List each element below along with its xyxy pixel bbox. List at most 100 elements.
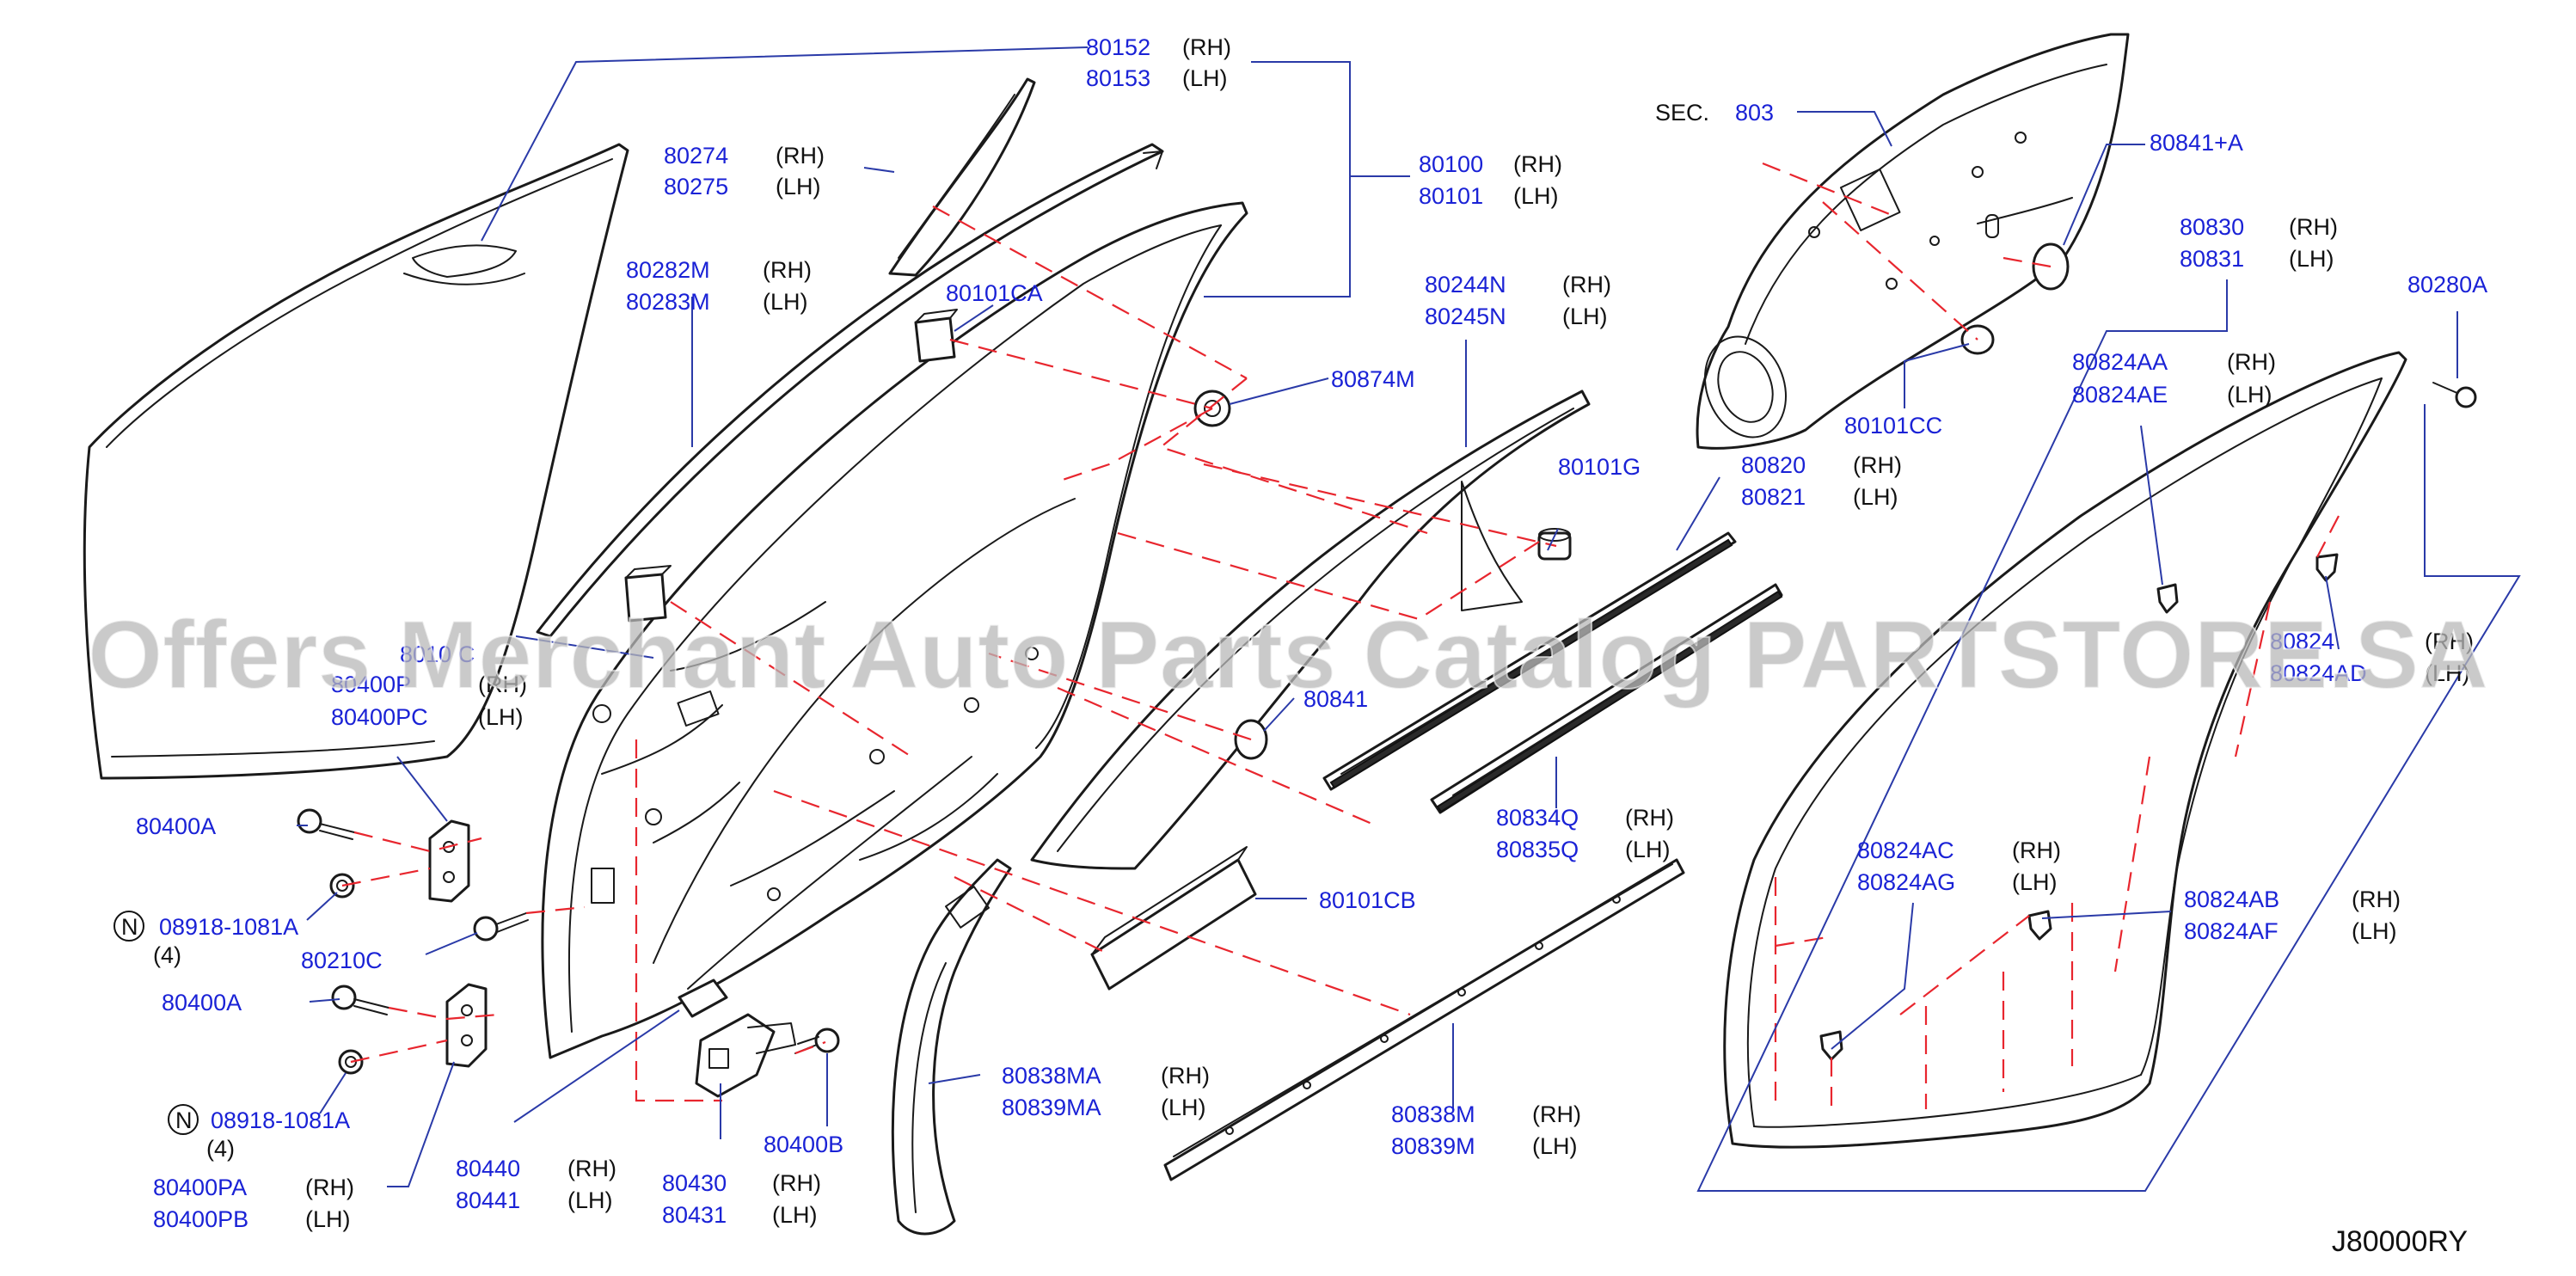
section-number[interactable]: 803: [1735, 100, 1774, 126]
screw-80280a: [2432, 382, 2477, 408]
part-number[interactable]: 80210C: [301, 948, 383, 973]
sealer-block-8010c: [624, 565, 672, 623]
side-rh: (RH): [1562, 272, 1611, 298]
part-number-rh[interactable]: 80400PA: [153, 1175, 247, 1200]
part-number-lh[interactable]: 80831: [2180, 246, 2244, 272]
watermark-text: Offers Merchant Auto Parts Catalog PARTS…: [88, 601, 2488, 709]
part-number[interactable]: 80841+A: [2150, 130, 2243, 156]
foam-block-80101cb: [1090, 846, 1257, 991]
part-number-lh[interactable]: 80821: [1741, 484, 1806, 510]
callout-80400a-upper: 80400A: [136, 813, 216, 839]
callout-80101ca: 80101CA: [946, 280, 1043, 306]
part-number-lh[interactable]: 80839M: [1391, 1133, 1475, 1159]
part-number-lh[interactable]: 80441: [456, 1187, 520, 1213]
part-number-rh[interactable]: 80830: [2180, 214, 2244, 240]
side-lh: (LH): [1625, 837, 1671, 862]
part-number-lh[interactable]: 80275: [664, 174, 728, 199]
part-number-rh[interactable]: 80838M: [1391, 1101, 1475, 1127]
quantity: (4): [206, 1136, 235, 1162]
bolt-80400a-lower: [331, 985, 389, 1015]
callout-80824ac: 80824AC (RH) 80824AG (LH): [1857, 837, 2061, 895]
part-number-lh[interactable]: 80824AE: [2072, 382, 2168, 408]
part-number-rh[interactable]: 80274: [664, 143, 728, 169]
door-check-link: [695, 1013, 796, 1098]
part-number[interactable]: 80101G: [1558, 454, 1641, 480]
part-number[interactable]: 80400A: [162, 990, 242, 1015]
part-number-lh[interactable]: 80824AG: [1857, 869, 1955, 895]
part-number-rh[interactable]: 80400P: [331, 672, 411, 697]
callout-80824ad: 80824 (RH) 80824AD (LH): [2270, 629, 2474, 686]
callout-08918-upper: N 08918-1081A (4): [113, 911, 298, 968]
part-number[interactable]: 80101CB: [1319, 887, 1416, 913]
side-rh: (RH): [2227, 349, 2276, 375]
side-lh: (LH): [1853, 484, 1898, 510]
assembly-dashed-lines: [341, 162, 2340, 1109]
part-number-lh[interactable]: 80824AD: [2270, 660, 2367, 686]
callout-80874m: 80874M: [1331, 366, 1415, 392]
side-lh: (LH): [1513, 183, 1559, 209]
part-number-lh[interactable]: 80153: [1086, 65, 1150, 91]
part-number-lh[interactable]: 80400PB: [153, 1206, 248, 1232]
callout-80101g: 80101G: [1558, 454, 1641, 480]
part-number-rh[interactable]: 80430: [662, 1170, 727, 1196]
belt-moulding-outer: [1322, 531, 1737, 791]
side-rh: (RH): [478, 672, 527, 697]
part-number[interactable]: 80400A: [136, 813, 216, 839]
side-rh: (RH): [2352, 886, 2401, 912]
side-lh: (LH): [1182, 65, 1228, 91]
part-number[interactable]: 80874M: [1331, 366, 1415, 392]
side-rh: (RH): [1532, 1101, 1581, 1127]
part-number[interactable]: 80841: [1303, 686, 1368, 712]
side-rh: (RH): [1625, 805, 1674, 831]
callout-80101cc: 80101CC: [1844, 413, 1942, 439]
callout-80282m: 80282M (RH) 80283M (LH): [626, 257, 812, 315]
callout-80400p: 80400P (RH) 80400PC (LH): [331, 672, 527, 730]
part-number-rh[interactable]: 80282M: [626, 257, 710, 283]
part-number[interactable]: 80101CC: [1844, 413, 1942, 439]
callout-80400pa: 80400PA (RH) 80400PB (LH): [153, 1175, 354, 1232]
callout-80824ab: 80824AB (RH) 80824AF (LH): [2184, 886, 2401, 944]
part-number-rh[interactable]: 80824AA: [2072, 349, 2168, 375]
side-rh: (RH): [2289, 214, 2338, 240]
part-number-rh[interactable]: 80820: [1741, 452, 1806, 478]
clip-80824ab: [2027, 910, 2052, 941]
part-number-lh[interactable]: 80101: [1419, 183, 1483, 209]
part-number-lh[interactable]: 80400PC: [331, 704, 428, 730]
glass-run-strip: [536, 143, 1164, 638]
callout-80244n: 80244N (RH) 80245N (LH): [1425, 272, 1611, 329]
part-number-lh[interactable]: 80283M: [626, 289, 710, 315]
part-number[interactable]: 08918-1081A: [211, 1107, 350, 1133]
side-rh: (RH): [763, 257, 812, 283]
part-number-lh[interactable]: 80824AF: [2184, 918, 2279, 944]
door-inner-panel: [1696, 33, 2130, 450]
grommet-80101g: [1537, 528, 1572, 561]
part-number-rh[interactable]: 80100: [1419, 151, 1483, 177]
sash-moulding: [888, 77, 1036, 277]
part-number-rh[interactable]: 80834Q: [1496, 805, 1579, 831]
callout-80100: 80100 (RH) 80101 (LH): [1419, 151, 1562, 209]
part-number-rh[interactable]: 80152: [1086, 34, 1150, 60]
part-number-rh[interactable]: 80824AB: [2184, 886, 2279, 912]
part-number-rh[interactable]: 80244N: [1425, 272, 1506, 298]
callout-80838m: 80838M (RH) 80839M (LH): [1391, 1101, 1581, 1159]
new-part-badge: [168, 1104, 199, 1135]
part-number-lh[interactable]: 80431: [662, 1202, 727, 1228]
part-number-rh[interactable]: 80838MA: [1002, 1063, 1101, 1089]
callout-80274: 80274 (RH) 80275 (LH): [664, 143, 825, 199]
part-number-rh[interactable]: 80824AC: [1857, 837, 1954, 863]
part-number[interactable]: 80101CA: [946, 280, 1043, 306]
part-number[interactable]: 08918-1081A: [159, 914, 298, 940]
callout-8010c: 8010 C: [400, 641, 475, 667]
side-rh: (RH): [1513, 151, 1562, 177]
part-number-lh[interactable]: 80839MA: [1002, 1095, 1101, 1120]
part-number[interactable]: 80280A: [2407, 272, 2487, 298]
part-number-lh[interactable]: 80835Q: [1496, 837, 1579, 862]
part-number-rh[interactable]: 80824: [2270, 629, 2334, 654]
badge-letter: N: [175, 1107, 193, 1133]
clip-80824aa: [2156, 583, 2179, 614]
part-number-lh[interactable]: 80245N: [1425, 304, 1506, 329]
part-number[interactable]: 80400B: [764, 1132, 843, 1157]
part-number[interactable]: 8010 C: [400, 641, 475, 667]
part-number-rh[interactable]: 80440: [456, 1156, 520, 1181]
